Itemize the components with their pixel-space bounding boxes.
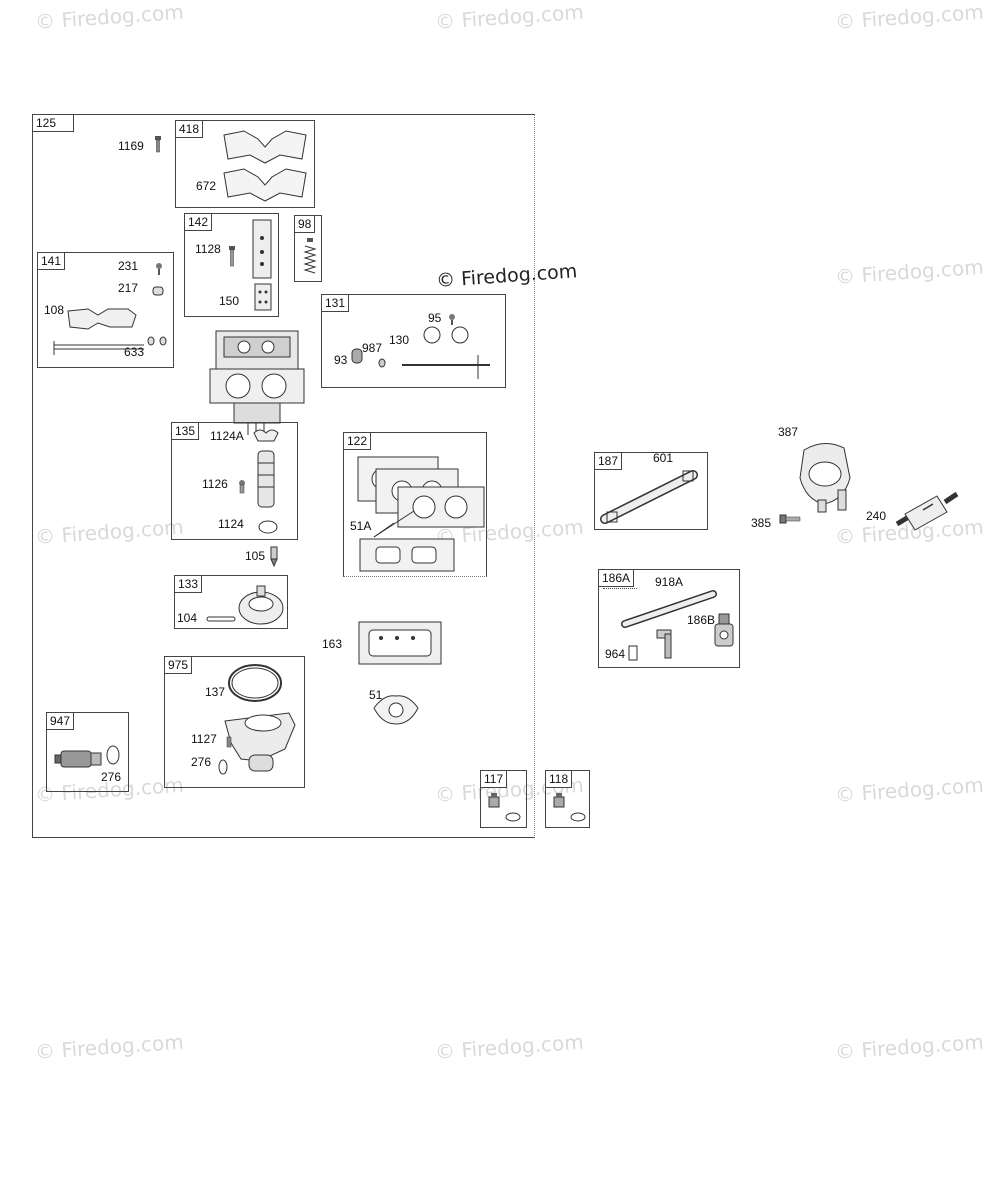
part-label-987: 987	[362, 341, 383, 355]
gasket-set-icon	[357, 456, 485, 572]
float-bowl-parts-icon	[239, 429, 279, 534]
part-label-51A: 51A	[350, 519, 372, 533]
part-label-95: 95	[428, 311, 442, 325]
spacer-gasket-icon	[358, 621, 442, 665]
group-418: 418 672	[175, 120, 315, 208]
parts-icon	[53, 263, 167, 355]
watermark: © Firedog.com	[834, 0, 985, 35]
part-label-186B: 186B	[687, 613, 716, 627]
group-tag: 118	[546, 771, 573, 788]
part-label-137: 137	[205, 685, 226, 699]
part-label-276: 276	[101, 770, 122, 784]
group-975: 975 137 1127 276	[164, 656, 305, 788]
fitting-icon	[553, 793, 586, 822]
fuel-hose-icon	[600, 470, 698, 524]
dotted-line	[603, 588, 637, 589]
fuel-filter-icon	[895, 491, 959, 531]
group-tag: 947	[47, 713, 75, 730]
part-label-601: 601	[653, 451, 674, 465]
part-label-964: 964	[605, 647, 626, 661]
assembly-125-frame: 125	[32, 114, 535, 838]
part-label-150: 150	[219, 294, 240, 308]
part-label-387: 387	[778, 425, 799, 439]
spring-icon	[303, 238, 317, 274]
screw-icon	[155, 136, 161, 153]
watermark: © Firedog.com	[834, 254, 985, 289]
group-tag: 975	[165, 657, 193, 674]
group-tag: 122	[344, 433, 372, 450]
part-label-1128: 1128	[195, 242, 221, 256]
group-118: 118	[545, 770, 590, 828]
group-tag: 142	[185, 214, 213, 231]
assembly-number: 125	[33, 115, 74, 132]
watermark: © Firedog.com	[434, 1029, 585, 1064]
carburetor-body-icon	[209, 330, 305, 435]
part-label-93: 93	[334, 353, 348, 367]
group-tag: 187	[595, 453, 623, 470]
part-label-231: 231	[118, 259, 139, 273]
part-label-108: 108	[44, 303, 65, 317]
throttle-parts-icon	[351, 314, 490, 379]
group-131: 131 95 130 93 987	[321, 294, 506, 388]
group-141: 141 231 217 108 633	[37, 252, 174, 368]
group-135: 135 1124A 1126 1124	[171, 422, 298, 540]
watermark: © Firedog.com	[834, 772, 985, 807]
part-label-163: 163	[322, 637, 343, 651]
needle-icon	[270, 546, 278, 568]
group-tag: 141	[38, 253, 66, 270]
group-tag: 133	[175, 576, 203, 593]
screw-icon	[779, 514, 801, 524]
group-122: 122 51A	[343, 432, 487, 577]
group-tag: 131	[322, 295, 350, 312]
fuel-bowl-icon	[218, 664, 296, 775]
part-label-105: 105	[245, 549, 266, 563]
group-tag: 98	[295, 216, 316, 233]
part-label-1127: 1127	[191, 732, 217, 746]
part-label-217: 217	[118, 281, 139, 295]
part-label-918A: 918A	[655, 575, 684, 589]
part-label-1169: 1169	[118, 139, 144, 153]
group-186A: 186A 918A 186B 964	[598, 569, 740, 668]
part-label-385: 385	[751, 516, 772, 530]
part-label-672: 672	[196, 179, 217, 193]
group-133: 133 104	[174, 575, 288, 629]
part-label-276: 276	[191, 755, 212, 769]
shutoff-valve-parts-icon	[621, 590, 734, 661]
part-label-1124: 1124	[218, 517, 244, 531]
fuel-pump-icon	[799, 443, 851, 513]
part-label-1124A: 1124A	[210, 429, 244, 443]
flange-gasket-icon	[373, 695, 419, 725]
watermark: © Firedog.com	[34, 1029, 185, 1064]
group-142: 142 1128 150	[184, 213, 279, 317]
group-947: 947 276	[46, 712, 129, 792]
part-label-130: 130	[389, 333, 410, 347]
group-tag: 418	[176, 121, 204, 138]
screw-icon	[229, 246, 235, 267]
group-tag: 117	[481, 771, 508, 788]
part-label-104: 104	[177, 611, 198, 625]
group-tag: 186A	[599, 570, 635, 587]
part-label-51: 51	[369, 688, 383, 702]
part-label-1126: 1126	[202, 477, 228, 491]
part-label-240: 240	[866, 509, 887, 523]
plate-icon	[252, 219, 272, 311]
float-icon	[206, 585, 284, 625]
watermark: © Firedog.com	[834, 1029, 985, 1064]
group-117: 117	[480, 770, 527, 828]
watermark: © Firedog.com	[434, 0, 585, 35]
group-98: 98	[294, 215, 322, 282]
gasket-lower-icon	[223, 168, 307, 202]
solenoid-icon	[54, 745, 120, 768]
group-187: 187 601	[594, 451, 708, 530]
group-tag: 135	[172, 423, 200, 440]
watermark: © Firedog.com	[34, 0, 185, 35]
gasket-upper-icon	[223, 130, 307, 164]
fitting-icon	[488, 793, 521, 822]
